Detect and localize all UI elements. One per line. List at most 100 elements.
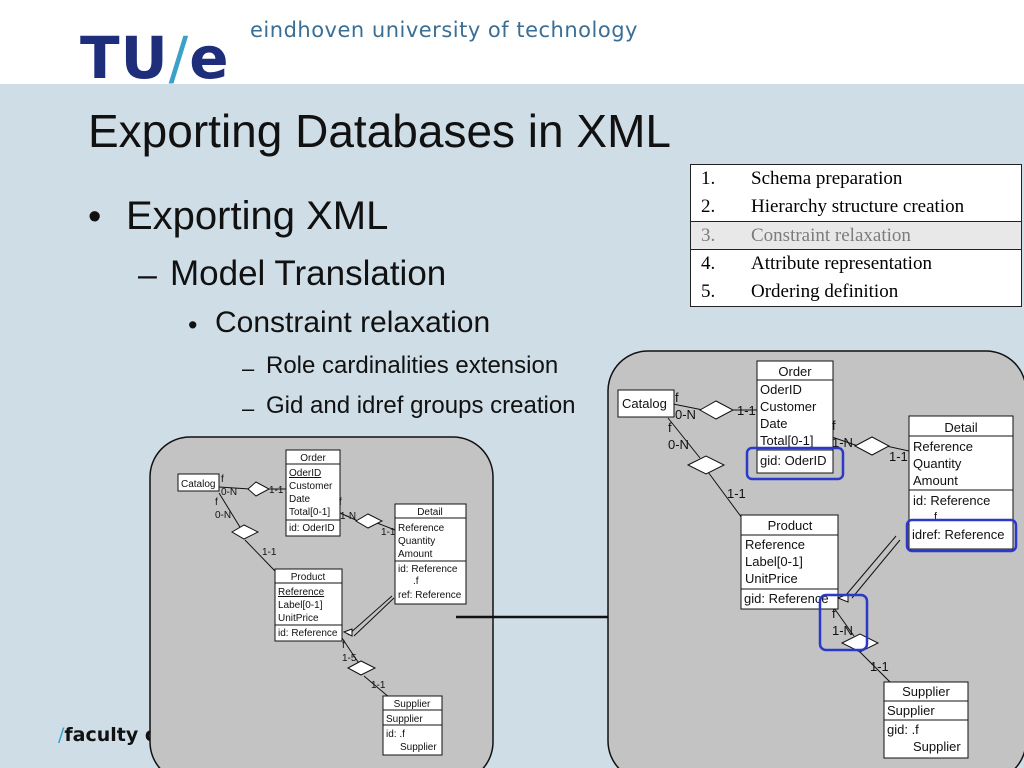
entity-supplier-before: Supplier Supplier id: .f Supplier (382, 695, 443, 756)
rel-diamond (247, 481, 271, 497)
identifier: id: Reference (278, 628, 338, 639)
entity-name: Order (300, 453, 326, 464)
bullet-role-cardinalities: Role cardinalities extension (266, 352, 559, 379)
entity-name: Product (291, 572, 326, 583)
attribute: Total[0-1] (760, 433, 813, 448)
bullet-exporting-xml: Exporting XML (126, 194, 389, 238)
role-label: 0-N (221, 487, 237, 498)
role-label: 0-N (668, 437, 689, 452)
attribute: OderID (289, 468, 321, 479)
step-row-3-highlighted: 3. Constraint relaxation (691, 221, 1021, 250)
step-num: 1. (701, 168, 716, 189)
rel-diamond (853, 436, 891, 456)
tue-logo: TU/e (80, 24, 230, 92)
step-text: Hierarchy structure creation (751, 196, 965, 217)
bullet-2-marker: – (138, 256, 157, 294)
bullet-4-marker: – (242, 356, 255, 381)
role-label: 0-N (675, 407, 696, 422)
step-num: 5. (701, 281, 716, 302)
identifier: f (934, 511, 938, 523)
entity-name: Detail (417, 507, 443, 518)
bullet-constraint-relaxation: Constraint relaxation (215, 306, 491, 339)
highlight-idref-reference (905, 518, 1018, 553)
role-label: f (832, 606, 836, 621)
step-row-2: 2.Hierarchy structure creation (691, 193, 1021, 221)
footer-faculty: /faculty o (58, 724, 158, 746)
step-num: 4. (701, 253, 716, 274)
step-text: Constraint relaxation (751, 225, 911, 246)
identifier: ref: Reference (398, 590, 462, 601)
attribute: Quantity (398, 536, 435, 547)
rel-diamond (346, 660, 377, 676)
ref-arrow-icon (342, 628, 353, 637)
step-text: Schema preparation (751, 168, 903, 189)
role-label: 1-1 (371, 680, 386, 691)
identifier: Supplier (400, 742, 437, 753)
identifier: id: OderID (289, 523, 335, 534)
role-label: 0-N (215, 510, 231, 521)
role-label: 1-1 (269, 485, 284, 496)
role-label: 1-5 (342, 653, 357, 664)
role-label: 1-1 (870, 659, 889, 674)
attribute: Amount (913, 473, 958, 488)
role-label: f (342, 640, 345, 651)
footer-text: faculty o (64, 724, 158, 746)
entity-name: Catalog (181, 479, 215, 490)
entity-supplier-after: Supplier Supplier gid: .f Supplier (883, 681, 969, 759)
bullet-3-marker: • (188, 310, 198, 340)
role-label: 1-1 (262, 547, 277, 558)
logo-slash: / (168, 24, 190, 92)
highlight-role-1n (818, 593, 869, 652)
attribute: Date (760, 416, 787, 431)
logo-end: e (189, 24, 230, 92)
rel-diamond (355, 513, 384, 529)
role-label: 1-1 (727, 486, 746, 501)
identifier: gid: .f (887, 722, 919, 737)
attribute: Reference (278, 587, 325, 598)
identifier: .f (413, 576, 419, 587)
role-label: 1-1 (737, 403, 756, 418)
university-name: eindhoven university of technology (250, 18, 638, 42)
entity-detail-after: Detail Reference Quantity Amount id: Ref… (908, 415, 1014, 550)
entity-catalog-before (177, 473, 220, 492)
step-num: 3. (701, 225, 716, 246)
bullet-model-translation: Model Translation (170, 254, 447, 293)
attribute: UnitPrice (278, 613, 319, 624)
entity-name: Catalog (622, 396, 667, 411)
role-label: f (668, 420, 672, 435)
role-label: 1-1 (381, 527, 396, 538)
attribute: Supplier (386, 714, 423, 725)
diagram-after: Catalog Order OderID Customer Date Total… (607, 350, 1024, 768)
entity-catalog-after (617, 389, 675, 418)
entity-product-before: Product Reference Label[0-1] UnitPrice i… (274, 568, 343, 642)
attribute: Reference (745, 537, 805, 552)
role-label: f (675, 390, 679, 405)
role-label: f (215, 497, 218, 508)
header-bar: TU/e eindhoven university of technology (0, 0, 1024, 92)
step-text: Attribute representation (751, 253, 932, 274)
identifier: id: .f (386, 729, 405, 740)
entity-product-after: Product Reference Label[0-1] UnitPrice g… (740, 514, 839, 610)
entity-name: Detail (944, 420, 977, 435)
bullet-gid-idref: Gid and idref groups creation (266, 392, 576, 419)
entity-order-after: Order OderID Customer Date Total[0-1] gi… (756, 360, 834, 474)
role-label: 1-N (832, 623, 853, 638)
step-text: Ordering definition (751, 281, 899, 302)
rel-diamond (686, 455, 726, 475)
attribute: Reference (398, 523, 445, 534)
highlight-gid-oderid (745, 446, 845, 481)
role-label: 1-N (340, 511, 356, 522)
entity-name: Order (778, 364, 812, 379)
attribute: Label[0-1] (745, 554, 803, 569)
role-label: f (832, 418, 836, 433)
attribute: Total[0-1] (289, 507, 330, 518)
attribute: Date (289, 494, 311, 505)
identifier: gid: OderID (760, 453, 826, 468)
diagram-before: Catalog Order OderID Customer Date Total… (149, 436, 494, 768)
attribute: Customer (760, 399, 817, 414)
attribute: Reference (913, 439, 973, 454)
entity-order-before: Order OderID Customer Date Total[0-1] id… (285, 449, 341, 537)
role-label: 1-N (832, 435, 853, 450)
attribute: UnitPrice (745, 571, 798, 586)
